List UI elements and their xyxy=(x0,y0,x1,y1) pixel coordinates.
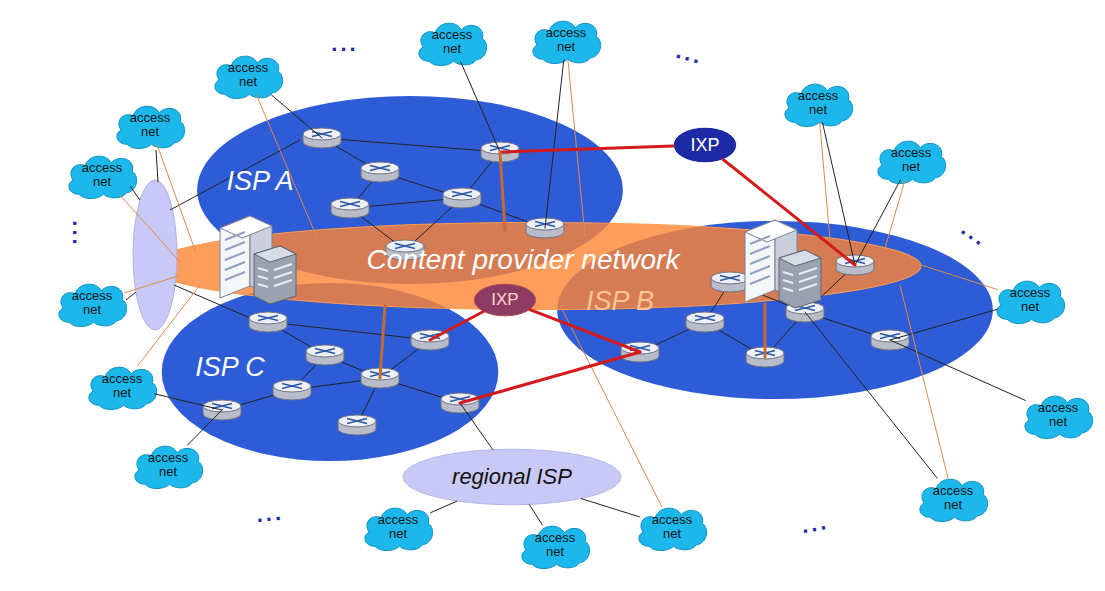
region-label: IXP xyxy=(491,290,518,310)
access-network: access net xyxy=(84,361,160,411)
access-net-label: access net xyxy=(1005,286,1055,313)
region-label: ISP C xyxy=(195,352,265,383)
access-net-label: access net xyxy=(928,484,978,511)
access-network: access net xyxy=(528,15,604,65)
access-network: access net xyxy=(130,440,206,490)
ellipsis-label: ... xyxy=(325,31,365,57)
network-link xyxy=(460,403,493,449)
network-link xyxy=(529,505,542,525)
access-net-label: access net xyxy=(125,111,175,138)
access-net-label: access net xyxy=(373,513,423,540)
access-network: access net xyxy=(873,135,949,185)
region-label: Content provider network xyxy=(367,244,680,276)
ellipsis-text: ... xyxy=(67,220,93,247)
access-net-label: access net xyxy=(886,146,936,173)
access-network: access net xyxy=(517,520,593,570)
access-net-label: access net xyxy=(427,28,477,55)
ixp-node: IXP xyxy=(673,127,737,163)
access-net-label: access net xyxy=(647,513,697,540)
access-net-label: access net xyxy=(97,372,147,399)
access-net-label: access net xyxy=(793,89,843,116)
region-label: IXP xyxy=(690,135,719,156)
access-network: access net xyxy=(992,275,1068,325)
access-net-label: access net xyxy=(541,26,591,53)
access-network: access net xyxy=(360,502,436,552)
access-network: access net xyxy=(414,17,490,67)
ellipsis-text: ... xyxy=(799,509,830,539)
access-network: access net xyxy=(112,100,188,150)
access-network: access net xyxy=(915,473,991,523)
ellipsis-text: ... xyxy=(331,31,358,57)
network-link xyxy=(431,501,457,512)
ellipsis-text: ... xyxy=(673,38,706,70)
network-link xyxy=(157,145,195,250)
access-network: access net xyxy=(54,278,130,328)
isp-region: ISP C xyxy=(160,282,500,462)
access-network: access net xyxy=(634,502,710,552)
access-net-label: access net xyxy=(77,161,127,188)
access-net-label: access net xyxy=(143,451,193,478)
ellipsis-text: ... xyxy=(956,216,993,253)
regional-isp: regional ISP xyxy=(402,449,622,505)
access-network: access net xyxy=(1020,390,1096,440)
network-link xyxy=(125,276,178,293)
region-label: regional ISP xyxy=(452,464,572,489)
access-net-label: access net xyxy=(223,61,273,88)
content-provider-band: Content provider network xyxy=(145,222,925,310)
access-net-label: access net xyxy=(1033,401,1083,428)
access-net-label: access net xyxy=(67,289,117,316)
ellipsis-label: ... xyxy=(951,212,999,256)
ellipsis-label: ... xyxy=(249,499,291,528)
access-network: access net xyxy=(64,150,140,200)
network-link xyxy=(581,499,639,517)
access-net-label: access net xyxy=(530,531,580,558)
ellipsis-label: ... xyxy=(667,36,712,71)
access-network: access net xyxy=(210,50,286,100)
region-label: ISP B xyxy=(586,286,654,317)
ellipsis-text: ... xyxy=(255,500,285,528)
network-link xyxy=(120,195,180,262)
network-link xyxy=(820,123,830,240)
network-link xyxy=(764,304,767,357)
ellipsis-label: ... xyxy=(793,508,837,541)
region-label: ISP A xyxy=(226,166,293,197)
access-network: access net xyxy=(780,78,856,128)
ixp-node: IXP xyxy=(474,284,536,316)
ellipsis-label: ... xyxy=(67,214,93,254)
